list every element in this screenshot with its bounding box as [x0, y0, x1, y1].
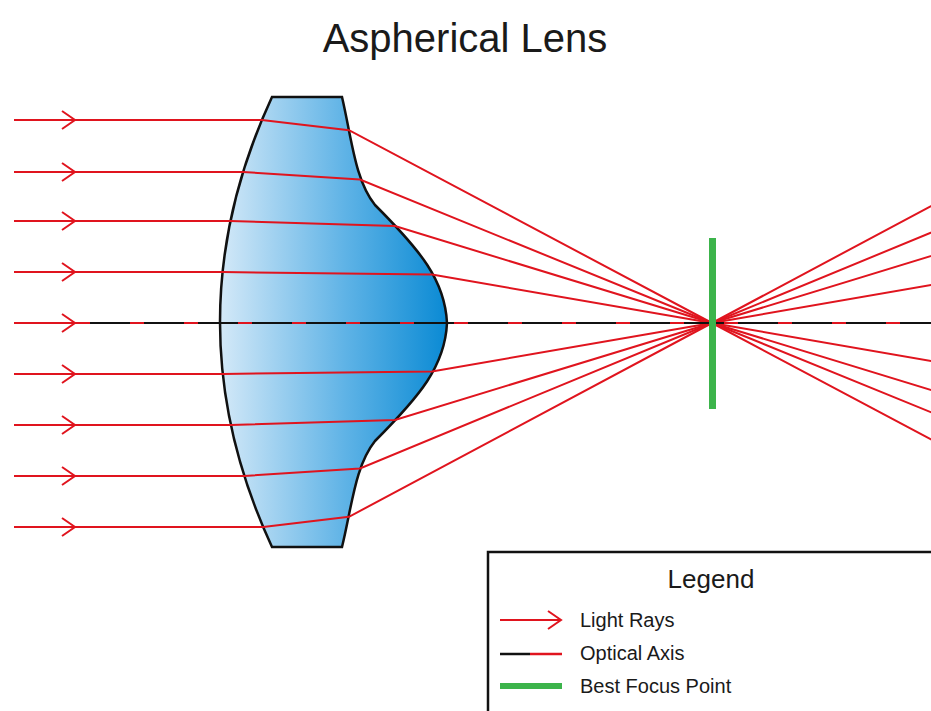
ray-arrowhead: [62, 467, 75, 485]
light-ray: [14, 201, 931, 527]
legend-entry: Optical Axis: [580, 642, 684, 664]
ray-arrowhead: [62, 365, 75, 383]
ray-arrowhead: [62, 111, 75, 129]
legend-box: [488, 552, 931, 711]
diagram-title: Aspherical Lens: [323, 16, 608, 60]
ray-arrowhead: [62, 263, 75, 281]
ray-arrowhead: [62, 518, 75, 536]
legend-heading: Legend: [668, 565, 755, 594]
light-rays: [14, 111, 931, 536]
ray-arrowhead: [62, 212, 75, 230]
optical-axis-red-dash: [90, 322, 931, 324]
legend-entry: Best Focus Point: [580, 675, 731, 697]
legend-entry: Light Rays: [580, 609, 675, 631]
legend-axis-sample: [500, 654, 562, 655]
legend-ray-sample: [500, 611, 561, 629]
light-ray: [14, 172, 931, 416]
best-focus-bar: [709, 238, 716, 409]
ray-arrowhead: [62, 416, 75, 434]
light-ray: [14, 322, 931, 324]
light-ray: [14, 229, 931, 476]
ray-arrowhead: [62, 314, 75, 332]
light-ray: [14, 272, 931, 363]
optical-axis: [90, 322, 931, 324]
legend-focus-sample: [500, 683, 562, 689]
light-ray: [14, 221, 931, 393]
ray-arrowhead: [62, 163, 75, 181]
light-ray: [14, 120, 931, 444]
